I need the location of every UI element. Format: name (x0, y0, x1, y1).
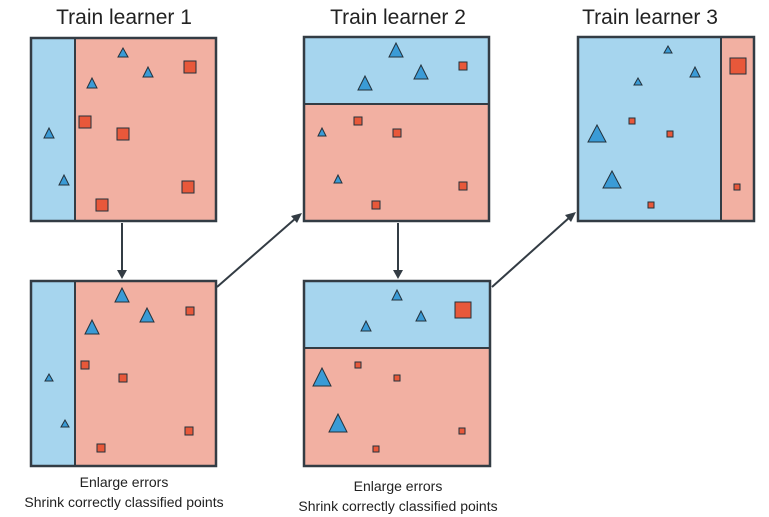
triangle-point (391, 288, 403, 301)
triangle-point (312, 366, 332, 387)
panel-reweighted-2 (302, 279, 492, 468)
flow-arrows (117, 212, 576, 288)
square-point (458, 181, 468, 191)
region-blue (31, 281, 75, 466)
arrow-head-diagonal-2 (565, 212, 576, 222)
triangle-point (44, 372, 54, 382)
triangle-point (587, 123, 607, 143)
title-learner-2: Train learner 2 (330, 6, 466, 29)
triangle-point (139, 306, 155, 323)
square-point (118, 373, 128, 383)
square-point (80, 360, 90, 370)
triangle-point (360, 319, 372, 332)
caption-right-line-2: Shrink correctly classified points (298, 498, 497, 514)
square-point (393, 374, 401, 382)
triangle-point (357, 74, 373, 91)
panel-reweighted-1 (29, 279, 218, 468)
title-learner-1: Train learner 1 (56, 6, 192, 29)
region-red (75, 281, 216, 466)
square-point (647, 201, 655, 209)
caption-right-line-1: Enlarge errors (354, 478, 443, 494)
triangle-point (58, 173, 70, 186)
triangle-point (60, 418, 70, 428)
square-point (181, 180, 195, 194)
triangle-point (413, 63, 429, 80)
triangle-point (84, 318, 100, 335)
panel-learner-1 (29, 36, 218, 223)
triangle-point (86, 76, 98, 89)
arrow-head-down-1 (117, 270, 127, 279)
region-red (304, 104, 489, 221)
region-blue (578, 37, 721, 221)
triangle-point (328, 412, 348, 433)
arrow-diagonal-1 (216, 217, 297, 288)
square-point (666, 130, 674, 138)
square-point (185, 306, 195, 316)
triangle-point (633, 76, 643, 86)
panel-border (576, 35, 756, 223)
square-point (96, 443, 106, 453)
caption-left-line-1: Enlarge errors (80, 474, 169, 490)
square-point (733, 183, 741, 191)
square-point (354, 361, 362, 369)
square-point (95, 198, 109, 212)
triangle-point (114, 286, 130, 303)
square-point (628, 117, 636, 125)
triangle-point (689, 65, 701, 78)
square-point (458, 427, 466, 435)
panel-border (302, 35, 491, 223)
triangle-point (663, 44, 673, 54)
triangle-point (415, 309, 427, 322)
triangle-point (117, 46, 129, 58)
panel-border (29, 279, 218, 468)
square-point (392, 128, 402, 138)
square-point (183, 60, 197, 74)
triangle-point (388, 41, 404, 58)
square-point (729, 57, 747, 75)
square-point (372, 445, 380, 453)
triangle-point (142, 65, 154, 78)
square-point (353, 116, 363, 126)
square-point (454, 301, 472, 319)
arrow-diagonal-2 (491, 216, 571, 288)
arrow-head-diagonal-1 (291, 213, 302, 223)
panel-border (302, 279, 492, 468)
title-learner-3: Train learner 3 (582, 6, 718, 29)
triangle-point (43, 126, 55, 139)
square-point (184, 426, 194, 436)
panel-learner-3 (576, 35, 756, 223)
region-red (304, 348, 490, 466)
square-point (458, 61, 468, 71)
panel-border (29, 36, 218, 223)
triangle-point (602, 169, 622, 189)
triangle-point (317, 126, 327, 137)
square-point (116, 127, 130, 141)
arrow-head-down-2 (393, 270, 403, 279)
square-point (78, 115, 92, 129)
triangle-point (333, 173, 343, 184)
square-point (371, 200, 381, 210)
region-blue (31, 38, 75, 221)
caption-left-line-2: Shrink correctly classified points (24, 494, 223, 510)
panel-learner-2 (302, 35, 491, 223)
